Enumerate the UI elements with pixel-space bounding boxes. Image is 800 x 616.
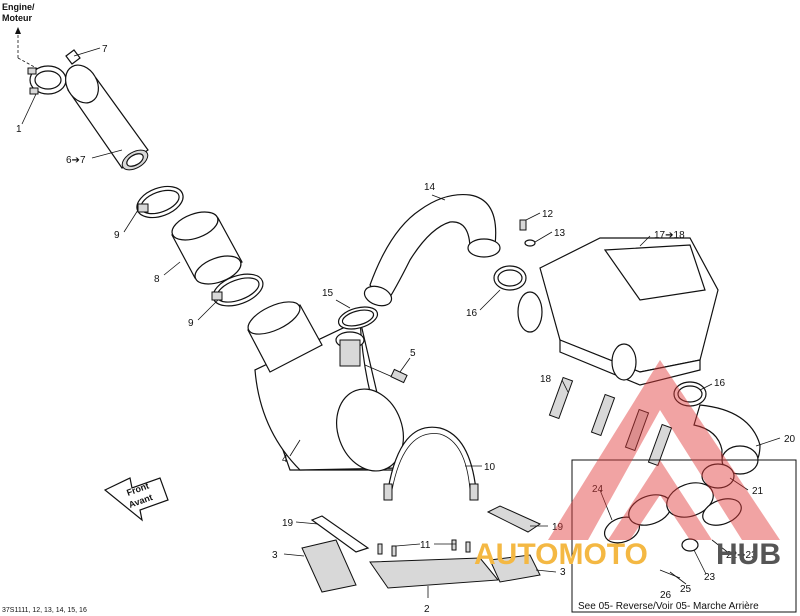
callout-13: 13 — [554, 228, 566, 239]
callout-3-right: 3 — [560, 567, 566, 578]
part-3-bracket-right — [489, 554, 541, 583]
callout-4: 4 — [282, 454, 288, 465]
callout-15: 15 — [322, 288, 334, 299]
callout-3-left: 3 — [272, 550, 278, 561]
callout-17: 17➔18 — [654, 230, 685, 241]
engine-label-en: Engine/ — [2, 2, 35, 12]
callout-26: 26 — [660, 590, 672, 601]
part-19-gasket-left — [310, 515, 370, 553]
callout-14: 14 — [424, 182, 436, 193]
watermark-text-automoto: AUTOMOTO — [474, 538, 648, 571]
part-6-pipe — [65, 49, 149, 171]
part-15-clamp — [337, 306, 379, 330]
part-3-bracket-left — [301, 539, 357, 593]
callout-11: 11 — [420, 540, 431, 551]
part-8-sleeve — [171, 211, 243, 285]
part-19-gasket-right — [486, 505, 542, 533]
part-14-hose — [363, 193, 501, 307]
callout-18: 18 — [540, 374, 552, 385]
part-16-clamp-upper — [493, 265, 527, 291]
callout-9-lower: 9 — [188, 318, 194, 329]
engine-direction-arrow — [15, 27, 41, 71]
part-2-plate — [369, 557, 499, 589]
callout-23: 23 — [704, 572, 716, 583]
callout-19-right: 19 — [552, 522, 564, 533]
callout-7: 7 — [102, 44, 108, 55]
callout-10: 10 — [484, 462, 496, 473]
leader-lines — [21, 47, 781, 598]
callout-6: 6➔7 — [66, 155, 86, 166]
part-12-bolt — [519, 219, 527, 231]
part-4-muffler — [247, 301, 404, 472]
callout-1: 1 — [16, 124, 22, 135]
part-5-sensor — [364, 364, 408, 384]
part-13-washer — [524, 239, 536, 247]
callout-16-upper: 16 — [466, 308, 478, 319]
part-9-clamp-upper — [136, 185, 184, 219]
see-reverse-note: See 05- Reverse/Voir 05- Marche Arrière — [578, 601, 759, 612]
part-18-strips — [548, 376, 673, 467]
callout-16-lower: 16 — [714, 378, 726, 389]
watermark-text-hub: HUB — [716, 538, 781, 571]
part-1-clamp — [27, 65, 67, 95]
part-11-bolts — [377, 539, 471, 557]
callout-12: 12 — [542, 209, 554, 220]
callout-21: 21 — [752, 486, 764, 497]
part-21-clamp — [701, 463, 735, 489]
part-16-clamp-lower — [673, 381, 707, 407]
callout-8: 8 — [154, 274, 160, 285]
part-10-strap — [383, 426, 479, 501]
callout-5: 5 — [410, 348, 416, 359]
callout-2: 2 — [424, 604, 430, 615]
engine-label-fr: Moteur — [2, 13, 32, 23]
front-direction-arrow — [103, 477, 169, 522]
callout-9-upper: 9 — [114, 230, 120, 241]
footer-code: 37S1111, 12, 13, 14, 15, 16 — [2, 607, 87, 614]
watermark-logo — [548, 360, 780, 540]
part-17-box — [517, 237, 719, 386]
callout-20: 20 — [784, 434, 796, 445]
callout-24: 24 — [592, 484, 604, 495]
reverse-detail-box — [571, 459, 797, 613]
callout-22: 22➔23 — [726, 550, 757, 561]
part-9-clamp-lower — [211, 273, 264, 307]
callout-19-left: 19 — [282, 518, 294, 529]
callout-25: 25 — [680, 584, 692, 595]
